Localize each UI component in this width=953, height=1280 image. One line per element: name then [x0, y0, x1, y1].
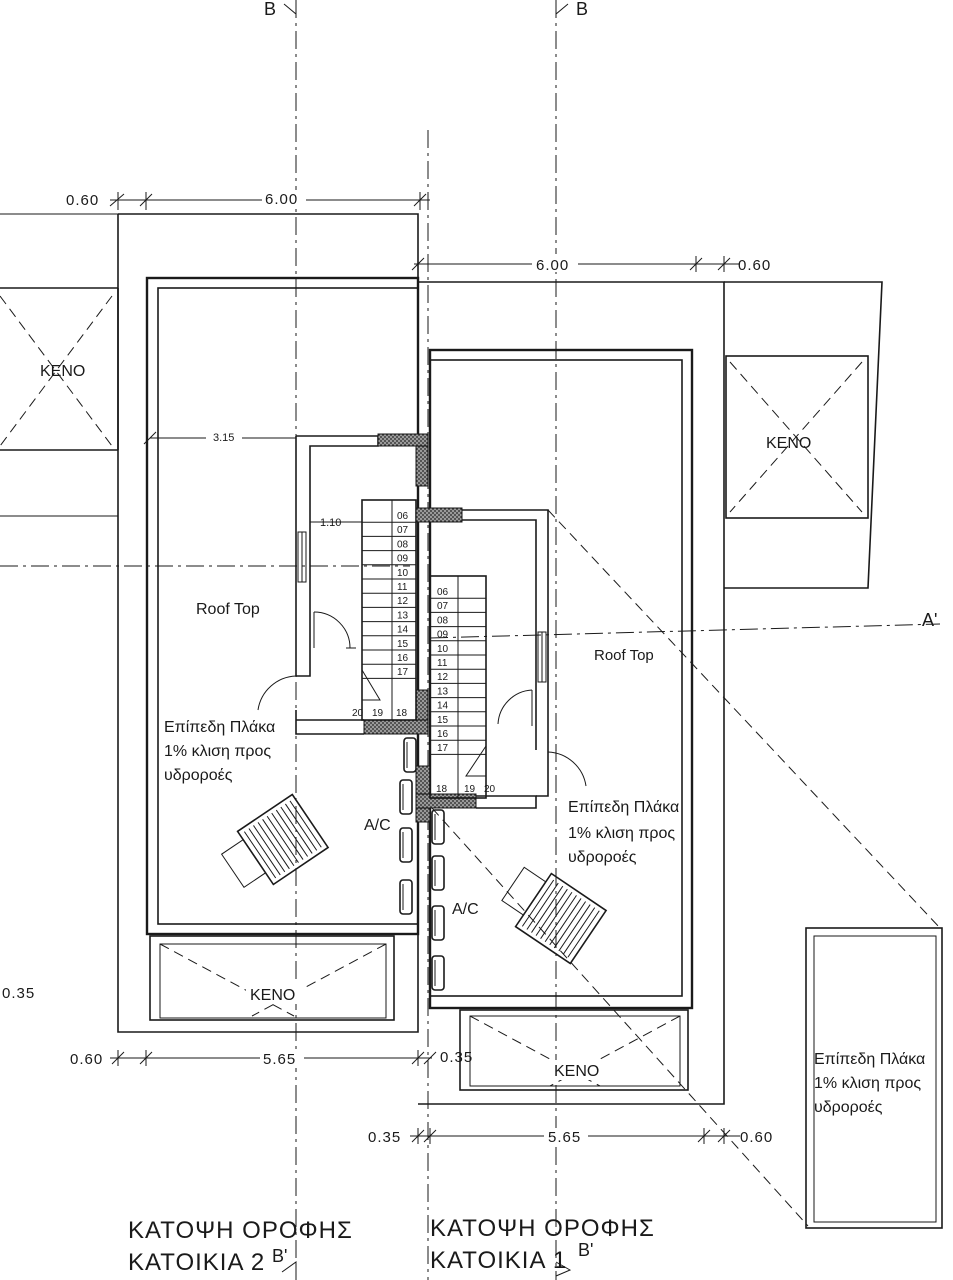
keno-right: ΚΕΝΟ [766, 435, 811, 452]
stair-step-label: 15 [397, 639, 409, 650]
keno-left: ΚΕΝΟ [40, 363, 85, 380]
slab-far-right-line1: Επίπεδη Πλάκα [814, 1051, 925, 1068]
title-right-line2: ΚΑΤΟΙΚΙΑ 1 [430, 1247, 567, 1274]
dim-top-left-offset: 0.60 [66, 192, 99, 209]
section-b-left: B [264, 0, 276, 19]
stair-landing-label: 20 [352, 708, 364, 719]
dim-left-edge: 0.35 [2, 985, 35, 1002]
dim-top-right-offset: 0.60 [738, 257, 771, 274]
stair-landing-label: 19 [464, 784, 476, 795]
stair-core-left: 3.15 1.10 [143, 430, 429, 735]
section-b-prime-right: B' [578, 1240, 593, 1260]
dim-bottom-mid-offset: 0.35 [440, 1049, 473, 1066]
title-left: ΚΑΤΟΨΗ ΟΡΟΦΗΣ ΚΑΤΟΙΚΙΑ 2 [128, 1217, 353, 1276]
dim-bottom-right-width: 5.65 [548, 1129, 581, 1146]
dim-stair-gap: 1.10 [320, 517, 341, 529]
ac-left: A/C [364, 817, 391, 834]
ac-unit [431, 905, 445, 941]
title-left-line1: ΚΑΤΟΨΗ ΟΡΟΦΗΣ [128, 1217, 353, 1244]
stair-landing-label: 18 [396, 708, 408, 719]
slab-left-line3: υδροροές [164, 767, 233, 784]
slab-right-line3: υδροροές [568, 849, 637, 866]
ac-unit [431, 855, 445, 891]
stair-step-label: 16 [437, 729, 449, 740]
stair-step-label: 11 [437, 658, 448, 669]
slab-block-far-right: Επίπεδη Πλάκα 1% κλιση προς υδροροές [805, 927, 943, 1229]
stair-step-label: 10 [437, 644, 449, 655]
slab-note-right: Επίπεδη Πλάκα 1% κλιση προς υδροροές [568, 799, 679, 866]
stair-step-label: 09 [437, 630, 449, 641]
stair-core-right [415, 507, 587, 823]
stair-step-label: 12 [397, 596, 409, 607]
dim-top-right-width: 6.00 [536, 257, 569, 274]
bottom-dimensions: 0.35 0.60 5.65 0.35 0.35 5.65 0.60 [2, 985, 773, 1146]
stair-step-label: 12 [437, 672, 449, 683]
slab-right-line2: 1% κλιση προς [568, 825, 675, 842]
section-b-right: B [576, 0, 588, 19]
dim-bottom-left-offset: 0.60 [70, 1051, 103, 1068]
stair-step-label: 14 [397, 625, 409, 636]
dim-stair-width: 3.15 [213, 432, 234, 444]
stair-step-label: 06 [437, 587, 449, 598]
diagonal-guides [431, 509, 941, 1227]
stair-step-label: 06 [397, 511, 409, 522]
rooftop-right: Roof Top [594, 647, 654, 664]
solar-panel-right [501, 866, 608, 965]
void-right: ΚΕΝΟ [724, 281, 883, 589]
ac-unit [399, 827, 413, 863]
section-a-prime: A' [922, 610, 937, 630]
stair-steps-left: 06 07 08 09 10 11 12 13 14 15 16 17 20 19 18 [352, 511, 416, 719]
ac-units [399, 737, 445, 991]
building-left: ΚΕΝΟ [117, 213, 420, 1033]
stair-step-label: 08 [437, 615, 449, 626]
title-left-line2: ΚΑΤΟΙΚΙΑ 2 [128, 1249, 265, 1276]
keno-bottom-left: ΚΕΝΟ [250, 987, 295, 1004]
dim-bottom-right-offset: 0.60 [740, 1129, 773, 1146]
ac-unit [403, 737, 417, 773]
stair-step-label: 16 [397, 653, 409, 664]
ac-unit [431, 809, 445, 845]
stair-step-label: 13 [397, 610, 409, 621]
section-b-prime-left: B' [272, 1246, 287, 1266]
ac-unit [399, 879, 413, 915]
stair-step-label: 17 [397, 667, 409, 678]
rooftop-left: Roof Top [196, 601, 260, 618]
slab-far-right-line2: 1% κλιση προς [814, 1075, 921, 1092]
stair-landing-label: 19 [372, 708, 384, 719]
dim-bottom-right-offset-left: 0.35 [368, 1129, 401, 1146]
stair-landing-label: 18 [436, 784, 448, 795]
stair-step-label: 13 [437, 686, 449, 697]
ac-right: A/C [452, 901, 479, 918]
keno-bottom-right: ΚΕΝΟ [554, 1063, 599, 1080]
dim-top-left-width: 6.00 [265, 191, 298, 208]
stair-step-label: 07 [437, 601, 449, 612]
stair-step-label: 15 [437, 715, 449, 726]
dim-bottom-left-width: 5.65 [263, 1051, 296, 1068]
slab-far-right-line3: υδροροές [814, 1099, 883, 1116]
stair-landing-label: 20 [484, 784, 496, 795]
solar-panel-left [220, 793, 330, 889]
stair-step-label: 14 [437, 701, 449, 712]
stair-step-label: 11 [397, 582, 408, 593]
void-left: ΚΕΝΟ [0, 287, 119, 517]
top-dimensions: 0.60 6.00 6.00 0.60 [0, 190, 771, 274]
section-marks: B B A' B' B' [264, 0, 937, 1277]
slab-left-line1: Επίπεδη Πλάκα [164, 719, 275, 736]
slab-right-line1: Επίπεδη Πλάκα [568, 799, 679, 816]
ac-unit [431, 955, 445, 991]
stair-steps-right: 06 07 08 09 10 11 12 13 14 15 16 17 18 19 20 [430, 587, 496, 795]
title-right: ΚΑΤΟΨΗ ΟΡΟΦΗΣ ΚΑΤΟΙΚΙΑ 1 [430, 1215, 655, 1274]
slab-left-line2: 1% κλιση προς [164, 743, 271, 760]
title-right-line1: ΚΑΤΟΨΗ ΟΡΟΦΗΣ [430, 1215, 655, 1242]
stair-step-label: 07 [397, 525, 409, 536]
building-right: ΚΕΝΟ [418, 281, 725, 1105]
ac-unit [399, 779, 413, 815]
stair-step-label: 08 [397, 539, 409, 550]
stair-step-label: 10 [397, 568, 409, 579]
stair-step-label: 17 [437, 743, 449, 754]
slab-note-left: Επίπεδη Πλάκα 1% κλιση προς υδροροές [164, 719, 275, 784]
stair-step-label: 09 [397, 554, 409, 565]
